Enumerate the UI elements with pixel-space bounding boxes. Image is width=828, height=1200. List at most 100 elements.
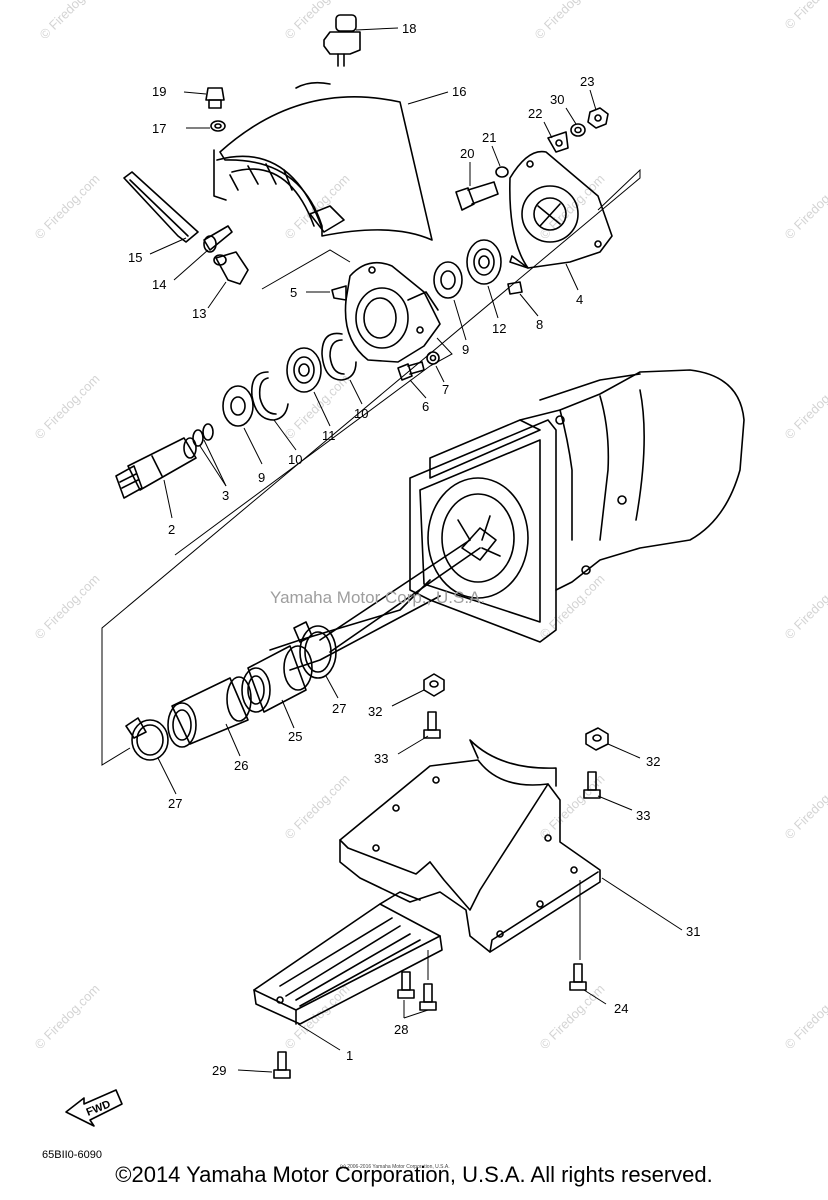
callout-labels: 18 19 16 17 23 30 22 21 20 15 14 13 5 4 …	[128, 21, 700, 1078]
watermark: © Firedog.com	[32, 171, 103, 242]
callout-32: 32	[646, 754, 660, 769]
part-3-o-rings	[192, 423, 214, 447]
leader-lines	[149, 27, 683, 1073]
callout-6: 6	[422, 399, 429, 414]
copyright-footer: ©2014 Yamaha Motor Corporation, U.S.A. A…	[115, 1162, 713, 1187]
callout-27: 27	[168, 796, 182, 811]
part-26-hose	[167, 676, 252, 748]
callout-21: 21	[482, 130, 496, 145]
part-17-collar	[210, 120, 226, 132]
part-10-circlip	[321, 332, 357, 381]
fine-print: (c) 2006-2016 Yamaha Motor Corporation, …	[340, 1164, 450, 1170]
callout-24: 24	[614, 1001, 628, 1016]
part-18-sensor	[323, 14, 361, 67]
callout-17: 17	[152, 121, 166, 136]
part-27-clamp	[293, 621, 337, 679]
callout-33: 33	[374, 751, 388, 766]
callout-23: 23	[580, 74, 594, 89]
callout-10: 10	[288, 452, 302, 467]
watermark: © Firedog.com	[32, 981, 103, 1052]
callout-25: 25	[288, 729, 302, 744]
part-13-fitting	[213, 251, 249, 285]
watermark: © Firedog.com	[782, 171, 828, 242]
diagram-code: 65BII0-6090	[42, 1149, 102, 1161]
callout-14: 14	[152, 277, 166, 292]
part-31-bracket	[339, 739, 601, 953]
watermark: © Firedog.com	[282, 0, 353, 42]
callout-10: 10	[354, 406, 368, 421]
part-30-washer	[570, 123, 586, 137]
part-21-washer	[495, 166, 509, 178]
watermark: © Firedog.com	[282, 171, 353, 242]
callout-20: 20	[460, 146, 474, 161]
part-33-bolt	[423, 711, 441, 739]
part-27-clamp	[125, 717, 169, 761]
assembly-boundary	[101, 168, 641, 766]
watermark: © Firedog.com	[32, 371, 103, 442]
callout-7: 7	[442, 382, 449, 397]
watermark: © Firedog.com	[782, 571, 828, 642]
callout-11: 11	[322, 428, 336, 443]
center-watermark: Yamaha Motor Corp., U.S.A.	[270, 588, 485, 607]
part-8-pin	[507, 281, 523, 295]
watermark: © Firedog.com	[782, 371, 828, 442]
part-33-bolt	[583, 771, 601, 799]
watermark: © Firedog.com	[37, 0, 108, 42]
part-24-bolt	[569, 963, 587, 991]
watermark: © Firedog.com	[532, 0, 603, 42]
callout-22: 22	[528, 106, 542, 121]
part-25-joint	[241, 645, 313, 713]
part-28-bolts	[397, 971, 437, 1011]
callout-8: 8	[536, 317, 543, 332]
callout-13: 13	[192, 306, 206, 321]
watermark: © Firedog.com	[782, 0, 828, 32]
callout-19: 19	[152, 84, 166, 99]
callout-29: 29	[212, 1063, 226, 1078]
watermark: © Firedog.com	[782, 771, 828, 842]
callout-27: 27	[332, 701, 346, 716]
callout-33: 33	[636, 808, 650, 823]
callout-1: 1	[346, 1048, 353, 1063]
part-5-bearing-housing	[331, 261, 441, 363]
callout-28: 28	[394, 1022, 408, 1037]
part-11-bearing	[286, 347, 322, 393]
part-9-oil-seal	[433, 261, 463, 299]
part-19-bolt	[205, 87, 225, 109]
part-15-hose	[123, 171, 199, 243]
callout-15: 15	[128, 250, 142, 265]
callout-9: 9	[258, 470, 265, 485]
part-20-bolt	[455, 181, 499, 211]
callout-18: 18	[402, 21, 416, 36]
part-29-bolt	[273, 1051, 291, 1079]
part-7-washer	[426, 351, 440, 365]
callout-30: 30	[550, 92, 564, 107]
callout-26: 26	[234, 758, 248, 773]
watermark: © Firedog.com	[282, 771, 353, 842]
part-32-damper	[585, 727, 609, 751]
watermark: © Firedog.com	[782, 981, 828, 1052]
part-4-housing	[509, 150, 613, 269]
part-12-bearing	[466, 239, 502, 285]
part-2-shaft	[115, 437, 197, 499]
part-16-cover	[213, 81, 433, 241]
callout-3: 3	[222, 488, 229, 503]
callout-32: 32	[368, 704, 382, 719]
part-14-clip	[203, 225, 233, 253]
part-9-oil-seal	[222, 385, 254, 427]
part-32-damper	[423, 673, 445, 697]
callout-16: 16	[452, 84, 466, 99]
callout-9: 9	[462, 342, 469, 357]
part-10-circlip	[251, 371, 289, 421]
callout-31: 31	[686, 924, 700, 939]
jet-pump-unit	[269, 369, 745, 671]
callout-12: 12	[492, 321, 506, 336]
callout-4: 4	[576, 292, 583, 307]
callout-5: 5	[290, 285, 297, 300]
callout-2: 2	[168, 522, 175, 537]
watermark: © Firedog.com	[32, 571, 103, 642]
part-6-bolt	[397, 361, 425, 381]
watermark: © Firedog.com	[537, 981, 608, 1052]
part-1-plate	[253, 891, 443, 1025]
watermark: © Firedog.com	[537, 771, 608, 842]
